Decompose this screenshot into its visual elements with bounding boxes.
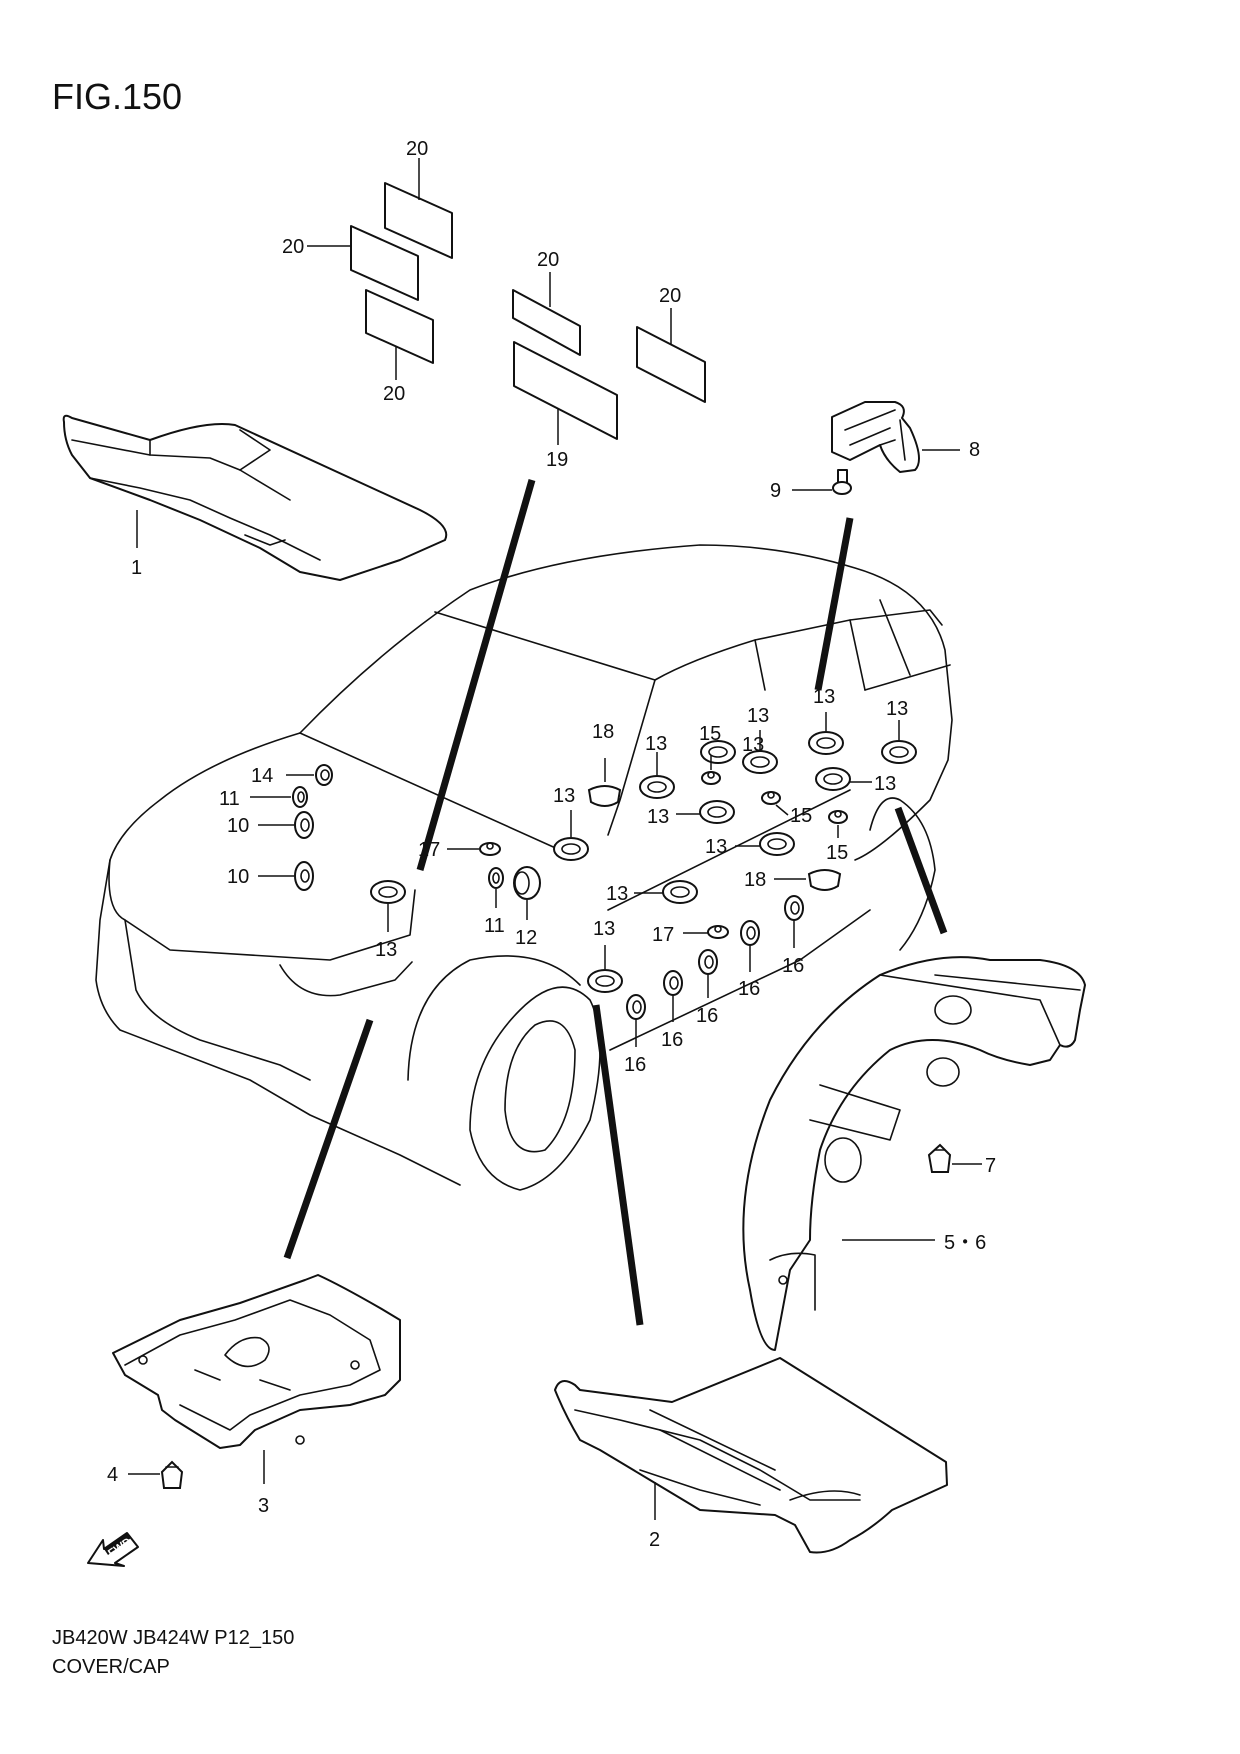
callout-15: 15 [699,723,721,745]
callout-9: 9 [770,480,781,502]
cap-part-16[interactable] [626,994,646,1020]
cap-part-10[interactable] [294,811,314,839]
fender-liner-part-5-6[interactable] [742,956,1086,1351]
cap-part-14[interactable] [315,764,333,786]
clip-part-15[interactable] [701,771,721,785]
grommet-part-13[interactable] [808,731,844,755]
grommet-part-13[interactable] [662,880,698,904]
callout-15: 15 [790,805,812,827]
grommet-part-13[interactable] [700,740,736,764]
grommet-part-13[interactable] [815,767,851,791]
callout-20: 20 [282,236,304,258]
figure-code: JB420W JB424W P12_150 [52,1627,295,1649]
label-sticker-group-left[interactable] [350,182,453,364]
callout-13: 13 [747,705,769,727]
grommet-part-13[interactable] [587,969,623,993]
cap-part-18[interactable] [587,785,622,807]
cap-part-10[interactable] [294,861,314,891]
callout-15: 15 [826,842,848,864]
callout-18: 18 [592,721,614,743]
grommet-part-13[interactable] [639,775,675,799]
callout-20: 20 [406,138,428,160]
grommet-part-13[interactable] [759,832,795,856]
callout-20: 20 [537,249,559,271]
clip-part-17[interactable] [479,842,501,856]
callout-11: 11 [219,788,240,810]
callout-13: 13 [647,806,669,828]
grommet-part-13[interactable] [553,837,589,861]
callout-13: 13 [813,686,835,708]
callout-5-6: 5・6 [944,1232,986,1254]
callout-13: 13 [593,918,615,940]
indicator-line [894,806,948,935]
callout-20: 20 [659,285,681,307]
callout-13: 13 [375,939,397,961]
callout-8: 8 [969,439,980,461]
callout-20: 20 [383,383,405,405]
callout-10: 10 [227,866,249,888]
callout-13: 13 [886,698,908,720]
cap-part-16[interactable] [663,970,683,996]
callout-17: 17 [418,839,440,861]
callout-14: 14 [251,765,273,787]
grommet-part-13[interactable] [370,880,406,904]
label-sticker-group-center[interactable] [512,289,618,440]
figure-title: FIG.150 [52,76,183,117]
clip-part-4[interactable] [160,1460,184,1489]
cap-part-18[interactable] [807,869,842,891]
figure-caption: COVER/CAP [52,1656,170,1678]
grommet-part-13[interactable] [881,740,917,764]
cap-part-16[interactable] [698,949,718,975]
callout-10: 10 [227,815,249,837]
callout-13: 13 [645,733,667,755]
callout-16: 16 [782,955,804,977]
cap-part-16[interactable] [740,920,760,946]
clip-part-17[interactable] [707,925,729,939]
bracket-part-8[interactable] [831,401,920,473]
indicator-line [283,1018,374,1260]
callout-13: 13 [606,883,628,905]
callout-11: 11 [484,915,505,937]
cap-part-11[interactable] [292,786,308,808]
forward-arrow-icon: FWD [87,1532,139,1567]
callout-2: 2 [649,1529,660,1551]
callout-19: 19 [546,449,568,471]
callout-16: 16 [661,1029,683,1051]
callout-13: 13 [553,785,575,807]
callout-13: 13 [742,734,764,756]
callout-7: 7 [985,1155,996,1177]
callout-4: 4 [107,1464,118,1486]
label-sticker-right[interactable] [636,326,706,403]
cap-part-16[interactable] [784,895,804,921]
plug-part-12[interactable] [513,866,541,900]
indicator-line [814,517,854,691]
under-cover-part-2[interactable] [554,1357,948,1554]
callout-3: 3 [258,1495,269,1517]
indicator-line [416,479,536,871]
grommet-part-13[interactable] [699,800,735,824]
callout-16: 16 [624,1054,646,1076]
grommet-part-13[interactable] [742,750,778,774]
skid-plate-part-3[interactable] [112,1274,401,1449]
bolt-part-9[interactable] [832,469,852,495]
indicator-line [592,1004,644,1326]
cap-part-11[interactable] [488,867,504,889]
engine-under-cover-part-1[interactable] [62,414,448,581]
callout-12: 12 [515,927,537,949]
clip-part-7[interactable] [927,1143,952,1173]
callout-17: 17 [652,924,674,946]
callout-1: 1 [131,557,142,579]
callout-13: 13 [705,836,727,858]
clip-part-15[interactable] [828,810,848,824]
callout-16: 16 [738,978,760,1000]
clip-part-15[interactable] [761,791,781,805]
callout-13: 13 [874,773,896,795]
callout-16: 16 [696,1005,718,1027]
callout-18: 18 [744,869,766,891]
